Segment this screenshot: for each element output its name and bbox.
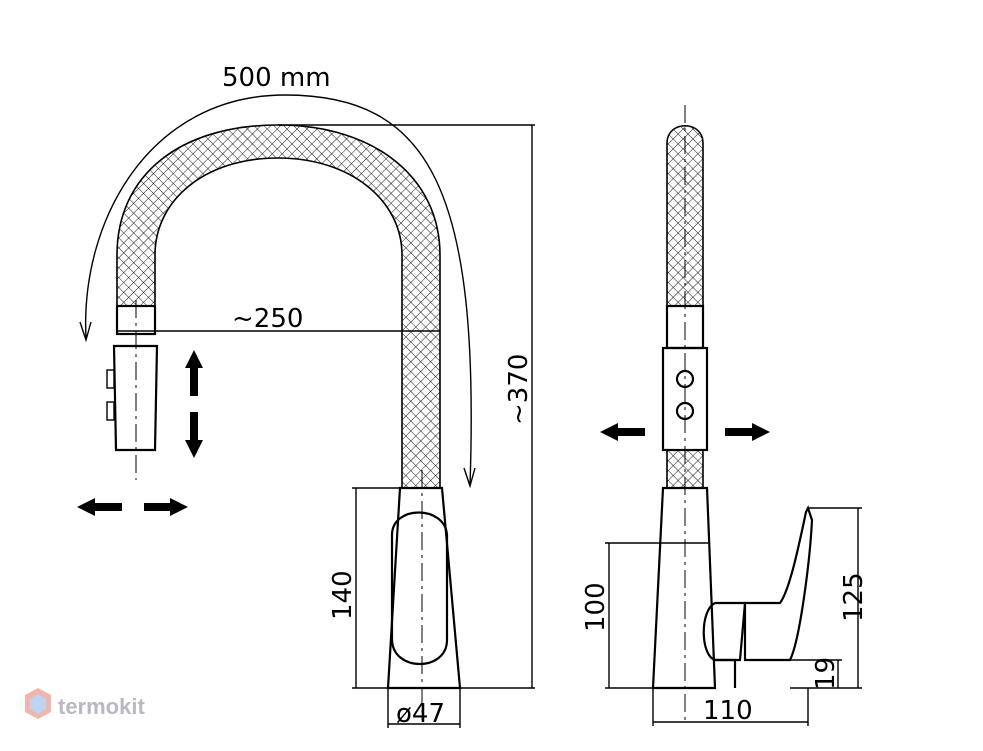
arrow-right-icon [144,498,188,516]
body-height-label: 140 [328,570,358,620]
base-diameter-label: ø47 [396,699,445,729]
spray-button-bottom [106,401,115,421]
side-handle [702,601,747,662]
hose-braid [116,124,441,489]
side-handle-height-label: 125 [839,572,869,622]
logo-text: termokit [58,694,145,719]
total-height-label: ~370 [504,354,534,425]
side-base-offset-label: 19 [811,657,841,690]
front-view: 500 mm ~250 ~370 140 ø47 [77,63,535,729]
side-arrow-left-icon [600,423,645,441]
faucet-lever [390,511,449,665]
spray-button-top [106,369,115,389]
arrow-up-icon [185,350,203,396]
side-body [651,486,717,690]
side-body-height-label: 100 [581,582,611,632]
spray-head [112,344,159,452]
side-base-step [715,658,737,688]
arrow-down-icon [185,412,203,458]
spout-reach-label: ~250 [232,304,303,334]
arrow-left-icon [77,498,122,516]
side-arrow-right-icon [725,423,770,441]
termokit-logo: termokit [25,688,145,719]
logo-hexagon-inner-icon [30,694,46,714]
side-view: 100 125 19 110 [581,105,869,726]
reach-arc-label: 500 mm [222,63,331,93]
side-depth-label: 110 [703,696,753,726]
reach-arc [84,94,472,486]
reach-arc-arrow-left [79,321,92,343]
side-lever [743,505,814,662]
reach-arc-arrow-right [463,467,476,489]
